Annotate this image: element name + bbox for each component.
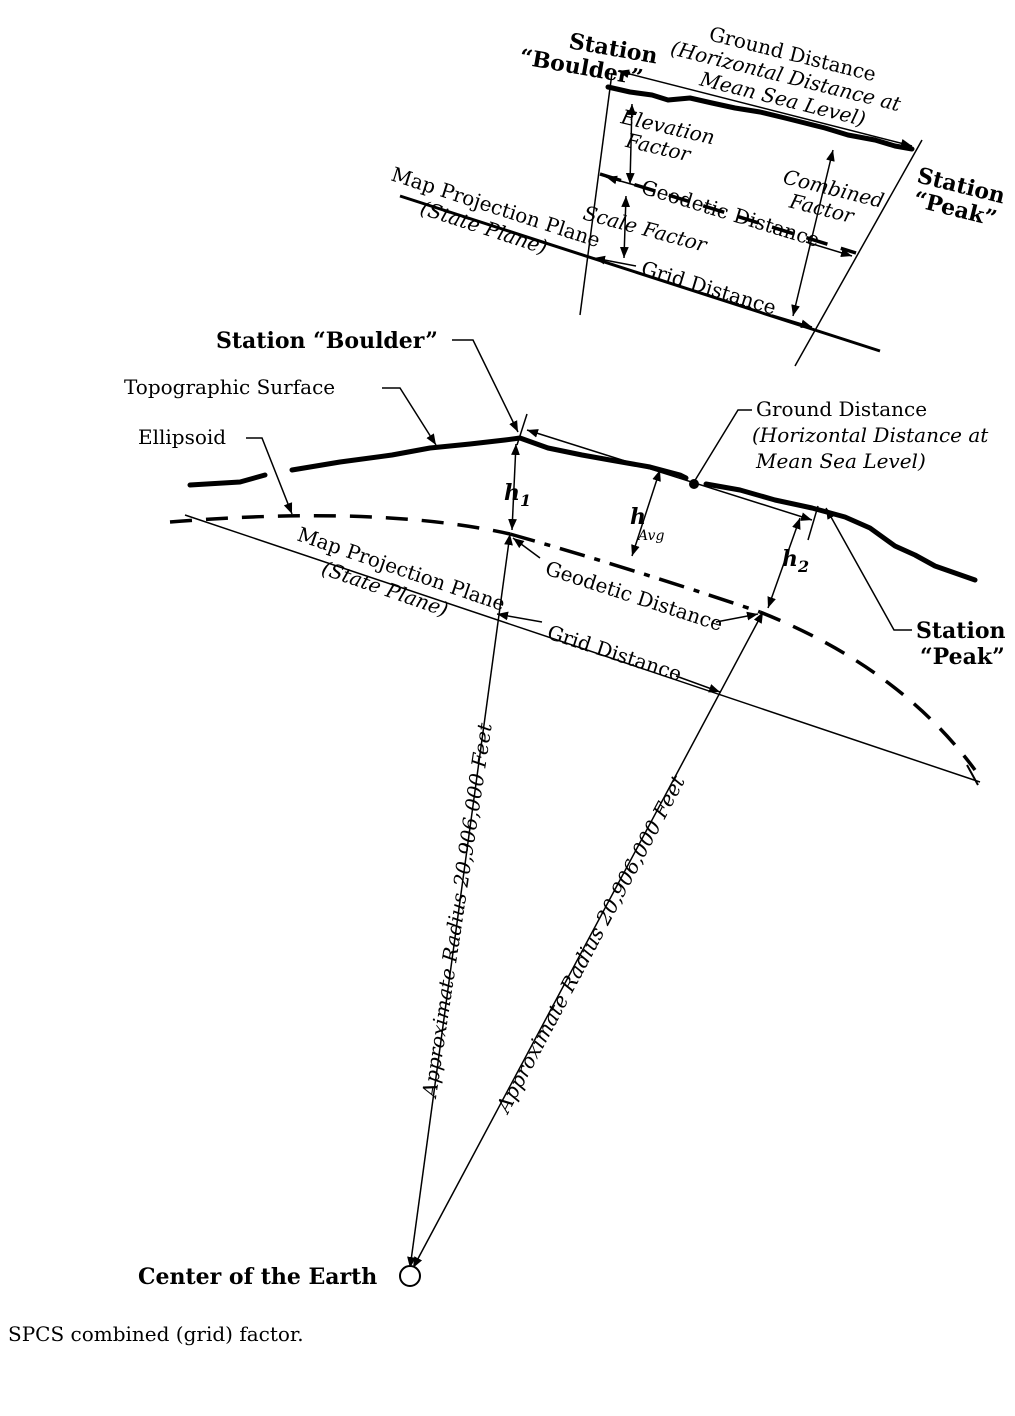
inset-station-peak-label: Station “Peak” — [909, 163, 1015, 235]
havg-sub-label: Avg — [636, 528, 664, 544]
grid-distance-label: Grid Distance — [544, 620, 684, 686]
station-boulder-label: Station “Boulder” — [216, 328, 438, 354]
h2-arrow — [767, 517, 801, 609]
radius-line-right — [412, 611, 764, 1269]
inset-scale-factor-arrow — [619, 195, 631, 259]
inset-geodetic-arrow-left — [605, 175, 639, 187]
inset-peak-vertical — [794, 139, 923, 367]
havg-arrow — [631, 469, 661, 557]
inset-combined-factor-arrow — [791, 149, 835, 317]
station-boulder-leader — [452, 339, 519, 433]
map-projection-plane-label: Map Projection Plane (State Plane) — [287, 522, 515, 640]
h2-label: h2 — [782, 546, 809, 576]
peak-tick — [807, 505, 819, 541]
topographic-surface-line-3 — [703, 481, 978, 583]
geodetic-line — [509, 532, 761, 614]
inset-grid-arrow-right — [771, 314, 813, 329]
inset-geodetic-arrow-right — [805, 241, 853, 258]
grid-arrow-left — [496, 611, 543, 623]
inset-map-projection-label: Map Projection Plane (State Plane) — [381, 162, 609, 276]
station-peak-label: Station “Peak” — [916, 618, 1013, 670]
topographic-surface-line-2 — [289, 435, 689, 481]
radius-left-label: Approximate Radius 20,906,000 Feet — [417, 720, 497, 1100]
main-diagram: Station “Boulder” Topographic Surface El… — [124, 328, 1013, 1290]
ellipsoid-label: Ellipsoid — [138, 425, 226, 449]
inset-ground-distance-arrow — [617, 69, 913, 148]
geodetic-arrow-right — [715, 611, 759, 623]
inset-elevation-factor-label: Elevation Factor — [613, 104, 723, 172]
geodetic-distance-label: Geodetic Distance — [542, 556, 725, 636]
h1-label: h1 — [504, 480, 531, 510]
ellipsoid-curve — [169, 513, 511, 536]
inset-grid-arrow-left — [593, 255, 637, 267]
ellipsoid-curve-right — [759, 610, 977, 772]
inset-combined-factor-label: Combined Factor — [775, 165, 892, 236]
h1-arrow — [508, 443, 520, 531]
havg-label: h — [630, 504, 646, 530]
topographic-surface-line — [187, 472, 268, 488]
inset-grid-line — [399, 194, 881, 353]
station-peak-leader — [825, 507, 912, 631]
ground-distance-leader — [693, 409, 752, 483]
figure-caption: SPCS combined (grid) factor. — [8, 1322, 304, 1346]
map-projection-plane-tick — [966, 764, 979, 786]
ground-distance-point — [689, 479, 699, 489]
topographic-surface-leader — [382, 387, 437, 446]
geodetic-arrow-left — [512, 537, 541, 559]
ground-distance-label: Ground Distance (Horizontal Distance at … — [752, 397, 995, 473]
inset-elevation-factor-arrow — [625, 103, 637, 185]
inset-station-boulder-label: Station “Boulder” — [517, 20, 667, 94]
inset-boulder-vertical — [579, 72, 613, 316]
topographic-surface-label: Topographic Surface — [124, 375, 335, 399]
center-of-earth-marker — [399, 1265, 421, 1287]
grid-arrow-right — [675, 675, 721, 693]
inset-diagram: Station “Boulder” Ground Distance (Horiz… — [381, 20, 1015, 367]
radius-right-label: Approximate Radius 20,906,000 Feet — [490, 771, 690, 1119]
center-of-earth-label: Center of the Earth — [138, 1264, 377, 1290]
boulder-tick — [516, 413, 528, 446]
inset-grid-distance-label: Grid Distance — [639, 256, 780, 320]
ellipsoid-leader — [246, 437, 293, 515]
ground-distance-arrow — [526, 429, 813, 521]
